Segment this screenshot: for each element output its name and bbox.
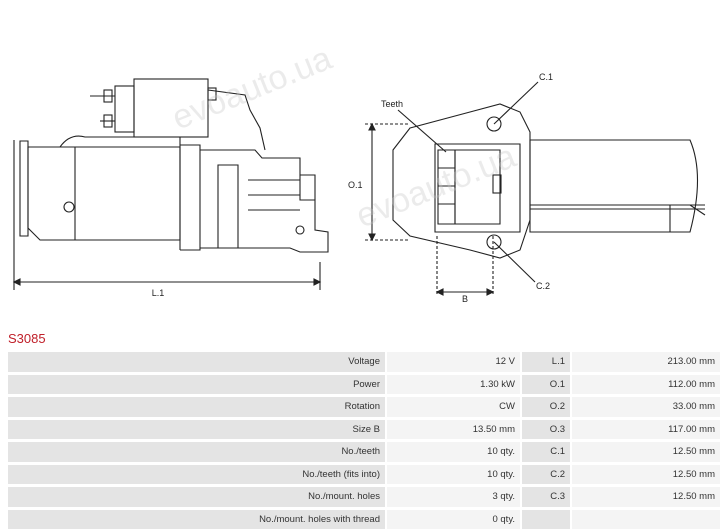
technical-drawing: evoauto.ua evoauto.ua L.1 O.1 C.1 C.2 Te… [12, 39, 706, 304]
spec-value: 13.50 mm [385, 419, 520, 439]
spec-label: No./mount. holes [8, 487, 385, 507]
spec-label: No./teeth [8, 442, 385, 462]
spec-value: 12 V [385, 352, 520, 372]
label-o1: O.1 [348, 180, 363, 190]
watermark-text: evoauto.ua [167, 39, 337, 137]
part-code: S3085 [8, 331, 46, 346]
dimension-code: O.1 [520, 374, 570, 394]
dimension-code: C.3 [520, 487, 570, 507]
spec-label: No./mount. holes with thread [8, 509, 385, 529]
spec-label: Rotation [8, 397, 385, 417]
front-view [365, 81, 706, 296]
watermark-text: evoauto.ua [351, 137, 521, 235]
dimension-value: 12.50 mm [570, 464, 720, 484]
spec-label: No./teeth (fits into) [8, 464, 385, 484]
label-c2: C.2 [536, 281, 550, 291]
dimension-code: C.1 [520, 442, 570, 462]
dimension-code: C.2 [520, 464, 570, 484]
label-teeth: Teeth [381, 99, 403, 109]
dimension-value: 12.50 mm [570, 487, 720, 507]
spec-value: 10 qty. [385, 442, 520, 462]
spec-value: 10 qty. [385, 464, 520, 484]
spec-value: 3 qty. [385, 487, 520, 507]
dimension-value: 112.00 mm [570, 374, 720, 394]
spec-value: CW [385, 397, 520, 417]
label-c1: C.1 [539, 72, 553, 82]
dimension-code: O.3 [520, 419, 570, 439]
label-l1: L.1 [152, 288, 165, 298]
spec-value: 1.30 kW [385, 374, 520, 394]
dimension-value: 117.00 mm [570, 419, 720, 439]
spec-label: Power [8, 374, 385, 394]
spec-label: Size B [8, 419, 385, 439]
spec-value: 0 qty. [385, 509, 520, 529]
dimension-code: L.1 [520, 352, 570, 372]
dimension-value: 33.00 mm [570, 397, 720, 417]
dimension-value: 12.50 mm [570, 442, 720, 462]
dimension-value: 213.00 mm [570, 352, 720, 372]
watermarks: evoauto.ua evoauto.ua [167, 39, 521, 235]
label-b: B [462, 294, 468, 304]
spec-label: Voltage [8, 352, 385, 372]
side-view [12, 78, 329, 290]
dimension-code [520, 509, 570, 529]
dimension-value [570, 509, 720, 529]
dimension-code: O.2 [520, 397, 570, 417]
